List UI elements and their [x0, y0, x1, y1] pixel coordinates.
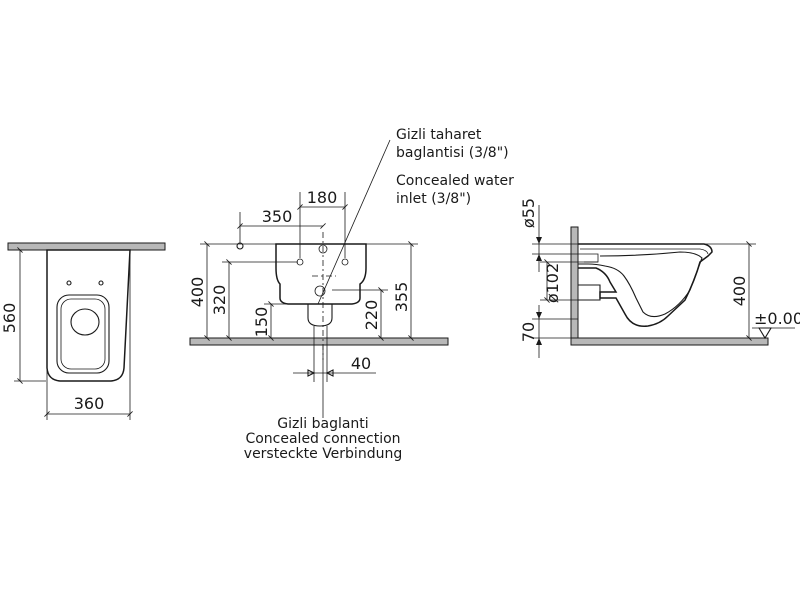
rear-view: 350 180 400 320 150 220 355 40 — [188, 139, 449, 418]
rear-220-label: 220 — [362, 300, 381, 331]
water-inlet-callout-en-line1: Concealed water — [396, 173, 514, 189]
front-seat-inner — [60, 298, 106, 370]
side-floor-bar — [570, 337, 769, 346]
concealed-connection-marker-top — [318, 244, 328, 254]
floor-level-label: ±0.00 — [754, 309, 800, 328]
rear-180-label: 180 — [307, 188, 338, 207]
water-inlet-callout-tr-line2: baglantisi (3/8") — [396, 145, 509, 161]
floor-level-triangle — [758, 327, 772, 340]
rear-bowl-outline — [275, 243, 367, 305]
concealed-connection-callout-tr: Gizli baglanti — [277, 416, 368, 432]
concealed-connection-callout: Gizli baglanti Concealed connection vers… — [244, 416, 402, 462]
front-bowl-outline — [46, 249, 131, 382]
rear-outlet-spigot — [307, 304, 333, 327]
front-wall-bar — [7, 242, 166, 251]
rear-150-label: 150 — [252, 307, 271, 338]
side-bowl-outline — [578, 243, 713, 327]
water-inlet-callout-tr-line1: Gizli taharet — [396, 127, 482, 143]
side-70-label: 70 — [519, 322, 538, 342]
front-height-label: 560 — [0, 303, 19, 334]
rear-400-label: 400 — [188, 277, 207, 308]
side-55-label: ø55 — [519, 198, 538, 228]
side-flush-inlet — [584, 253, 599, 263]
water-inlet-callout: Gizli taharet baglantisi (3/8") Conceale… — [396, 127, 514, 207]
concealed-connection-callout-en: Concealed connection — [245, 431, 400, 447]
side-view: ø55 ø102 70 400 ±0.00 — [519, 198, 800, 358]
concealed-connection-callout-de: versteckte Verbindung — [244, 446, 402, 462]
side-bowl-interior — [578, 251, 703, 318]
water-inlet-callout-en-line2: inlet (3/8") — [396, 191, 471, 207]
front-bowl-opening — [70, 308, 100, 336]
water-inlet-right-marker — [341, 258, 349, 266]
side-400-label: 400 — [730, 276, 749, 307]
rear-320-label: 320 — [210, 285, 229, 316]
front-width-label: 360 — [74, 394, 105, 413]
rear-355-label: 355 — [392, 282, 411, 313]
rear-floor-bar — [189, 337, 449, 346]
side-102-label: ø102 — [543, 263, 562, 303]
front-seat-outline — [56, 294, 110, 374]
rear-350-label: 350 — [262, 207, 293, 226]
front-hinge-right — [98, 280, 104, 286]
concealed-connection-marker-bottom — [314, 285, 326, 297]
side-waste-outlet — [578, 284, 601, 301]
front-hinge-left — [66, 280, 72, 286]
water-inlet-leader-line — [317, 139, 391, 305]
side-rim-detail — [580, 248, 709, 255]
rear-40-label: 40 — [351, 354, 371, 373]
front-view: 560 360 — [0, 242, 166, 420]
